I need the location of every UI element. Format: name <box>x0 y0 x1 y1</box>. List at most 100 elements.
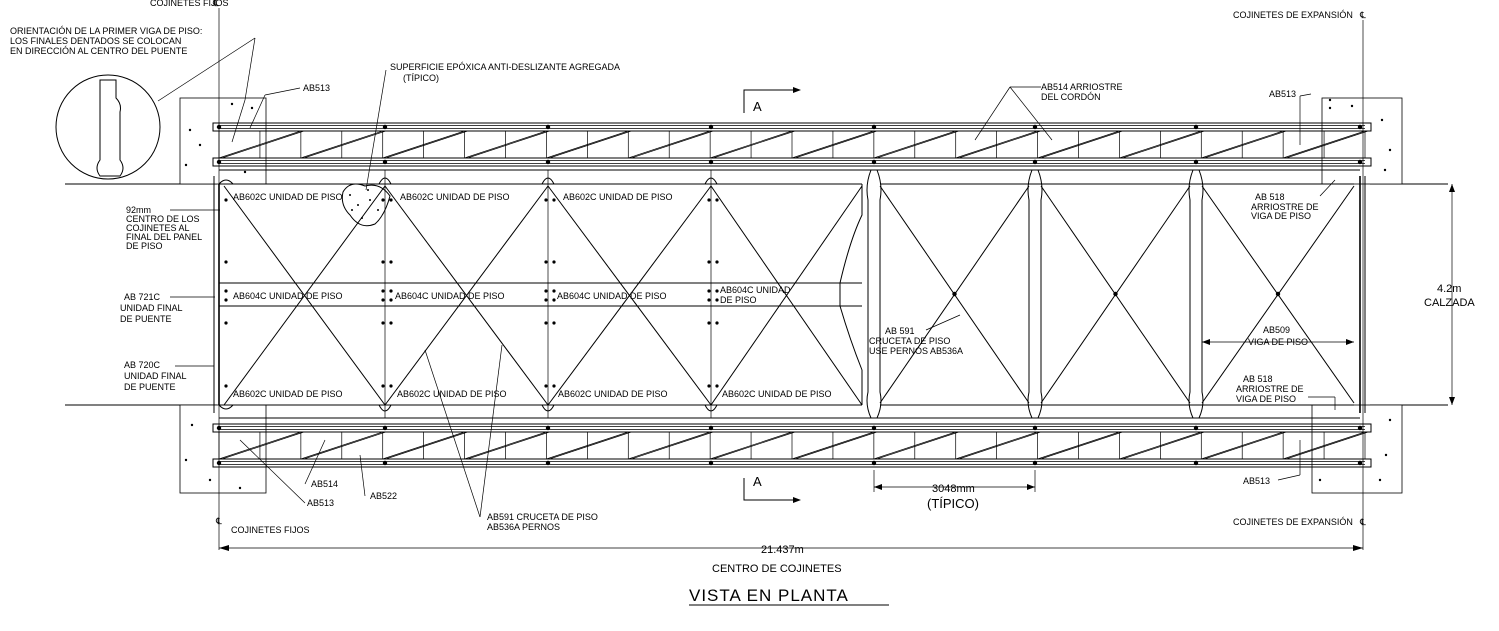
ab720c-label-line3: DE PUENTE <box>124 382 176 392</box>
concrete-speckle <box>1328 98 1332 102</box>
top-truss-pin <box>382 159 388 165</box>
dim-92mm-note-line2: COJINETES AL <box>126 223 190 233</box>
ab591-label-line1: AB 591 <box>885 326 915 336</box>
top-truss-pin <box>871 124 877 130</box>
ab513-bottom-right-label: AB513 <box>1243 476 1270 486</box>
top-truss-pin <box>708 124 714 130</box>
ab604c-label-1: AB604C UNIDAD DE PISO <box>233 291 343 301</box>
orientation-detail-circle <box>55 74 161 180</box>
floor-unit-knob <box>541 404 555 412</box>
ab602c-label-4: AB602C UNIDAD DE PISO <box>233 389 343 399</box>
ab604c-partial-line1: AB604C UNIDAD <box>720 285 791 295</box>
bolt-dot <box>224 384 228 388</box>
ab602c-label-2: AB602C UNIDAD DE PISO <box>400 192 510 202</box>
bolt-dot <box>389 321 393 325</box>
top-truss-diagonal <box>221 130 304 159</box>
bolt-dot <box>389 384 393 388</box>
centerline-fixed-top: ℄ <box>212 0 219 8</box>
concrete-speckle <box>1388 148 1392 152</box>
concrete-speckle <box>1380 118 1384 122</box>
abutment-block <box>179 97 267 185</box>
concrete-speckle <box>1378 478 1382 482</box>
centerline-exp-bottom: ℄ <box>1359 517 1366 527</box>
section-marker <box>743 478 793 501</box>
floor-cross-brace <box>710 185 863 406</box>
bottom-truss-pin <box>1193 425 1199 431</box>
bolt-dot <box>552 198 556 202</box>
dimension-arrow <box>1202 339 1210 345</box>
ab591-label-line2: CRUCETA DE PISO <box>869 336 950 346</box>
fixed-bearings-top-label: COJINETES FIJOS <box>150 0 229 8</box>
bolt-dot <box>381 289 385 293</box>
exp-bearings-top-label: COJINETES DE EXPANSIÓN <box>1233 10 1353 20</box>
ab518-bottom-label-line1: AB 518 <box>1243 374 1273 384</box>
section-arrow <box>793 87 801 93</box>
ab514-top-label-line1: AB514 ARRIOSTRE <box>1041 82 1123 92</box>
ab509-label-line1: AB509 <box>1263 325 1290 335</box>
bottom-truss-pin <box>708 460 714 466</box>
top-truss-pin <box>1357 159 1363 165</box>
bottom-truss-pin <box>545 460 551 466</box>
ab721c-label-line3: DE PUENTE <box>120 314 172 324</box>
ab518-top-label-line2: ARRIOSTRE DE <box>1251 202 1319 212</box>
exp-bearings-bottom-label: COJINETES DE EXPANSIÓN <box>1233 517 1353 527</box>
bolt-dot <box>707 384 711 388</box>
bottom-truss-diagonal <box>1040 431 1123 460</box>
abutment-block <box>1311 404 1403 494</box>
bottom-truss-pin <box>545 425 551 431</box>
epoxy-patch <box>341 183 391 227</box>
break-line <box>839 184 863 405</box>
centerline-exp-top: ℄ <box>1359 10 1366 20</box>
ab604c-label-2: AB604C UNIDAD DE PISO <box>395 291 505 301</box>
bolt-dot <box>381 298 385 302</box>
leader-line <box>1277 474 1301 481</box>
leader-line <box>264 87 301 96</box>
section-marker <box>743 89 793 113</box>
bolt-dot <box>544 321 548 325</box>
bottom-truss-pin <box>871 425 877 431</box>
leader-line <box>1299 93 1312 97</box>
dimension-arrow <box>1346 339 1354 345</box>
bottom-truss-diagonal <box>385 431 468 460</box>
ab513-top-right-label: AB513 <box>1269 89 1296 99</box>
top-truss-diagonal <box>1122 130 1205 159</box>
concrete-speckle <box>1350 104 1354 108</box>
top-truss-diagonal <box>876 130 959 159</box>
ab721c-label-line2: UNIDAD FINAL <box>120 303 183 313</box>
leader-line <box>244 37 256 101</box>
leader-line <box>249 94 266 129</box>
dimension-arrow <box>219 545 229 551</box>
concrete-speckle <box>1383 168 1387 172</box>
panel-length-note: (TÍPICO) <box>927 496 979 511</box>
dimension-arrow <box>1449 184 1455 192</box>
ab721c-label-line1: AB 721C <box>124 292 161 302</box>
top-truss-diagonal <box>713 130 796 159</box>
ab720c-label-line2: UNIDAD FINAL <box>124 371 187 381</box>
leader-line <box>1319 179 1336 197</box>
top-truss-pin <box>545 159 551 165</box>
bolt-dot <box>552 260 556 264</box>
top-truss-diagonal <box>958 130 1041 159</box>
floor-unit-knob <box>704 404 718 412</box>
ab602c-label-1: AB602C UNIDAD DE PISO <box>233 192 343 202</box>
ab602c-label-5: AB602C UNIDAD DE PISO <box>397 389 507 399</box>
concrete-speckle <box>190 423 194 427</box>
ab514-top-label-line2: DEL CORDÓN <box>1041 92 1101 102</box>
bottom-truss-diagonal <box>631 431 714 460</box>
concrete-speckle <box>184 458 188 462</box>
drawing-title: VISTA EN PLANTA <box>689 586 849 605</box>
ab518-bottom-label-line3: VIGA DE PISO <box>1236 394 1296 404</box>
concrete-speckle <box>208 478 212 482</box>
section-a-top-label: A <box>753 99 762 114</box>
leader-line <box>157 37 256 102</box>
bottom-truss-pin <box>1193 460 1199 466</box>
bolt-dot <box>381 384 385 388</box>
bottom-truss-pin <box>1032 425 1038 431</box>
bolt-dot <box>224 289 228 293</box>
roadway-width-label: CALZADA <box>1424 297 1475 309</box>
bottom-truss-diagonal <box>1204 431 1287 460</box>
orientation-note-line1: ORIENTACIÓN DE LA PRIMER VIGA DE PISO: <box>10 26 202 36</box>
bolt-dot <box>389 198 393 202</box>
bolt-dot <box>715 298 719 302</box>
bolt-dot <box>544 298 548 302</box>
